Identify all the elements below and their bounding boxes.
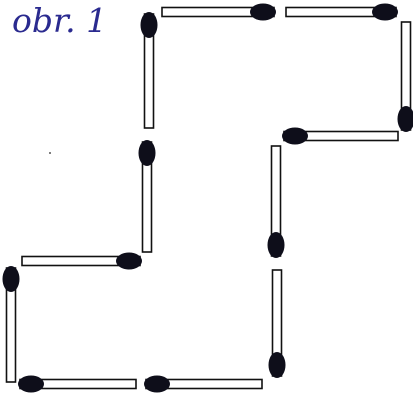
match-head	[18, 376, 44, 393]
matchstick-bottom-right-vertical	[269, 270, 286, 378]
match-head	[282, 128, 308, 145]
match-head	[139, 140, 156, 166]
match-head	[372, 4, 398, 21]
match-head	[250, 4, 276, 21]
match-head	[144, 376, 170, 393]
match-head	[116, 253, 142, 270]
matchstick-right-vertical	[398, 22, 413, 132]
matchstick-bottom-horizontal-1	[18, 376, 136, 393]
matchstick-top-horizontal-1	[162, 4, 276, 21]
match-head	[3, 266, 20, 292]
matchstick-inner-left-vertical	[139, 140, 156, 252]
speck-mark	[49, 152, 51, 154]
matchstick-outer-left-vertical	[3, 266, 20, 382]
match-head	[141, 12, 158, 38]
matchstick-top-horizontal-2	[286, 4, 398, 21]
match-head	[398, 106, 413, 132]
matchstick-middle-left-horizontal	[22, 253, 142, 270]
matchstick-inner-right-vertical	[268, 146, 285, 258]
matchstick-middle-right-horizontal	[282, 128, 398, 145]
figure-label: obr. 1	[12, 4, 107, 37]
match-head	[269, 352, 286, 378]
match-head	[268, 232, 285, 258]
matchstick-bottom-horizontal-2	[144, 376, 262, 393]
matchstick-top-left-vertical	[141, 12, 158, 128]
